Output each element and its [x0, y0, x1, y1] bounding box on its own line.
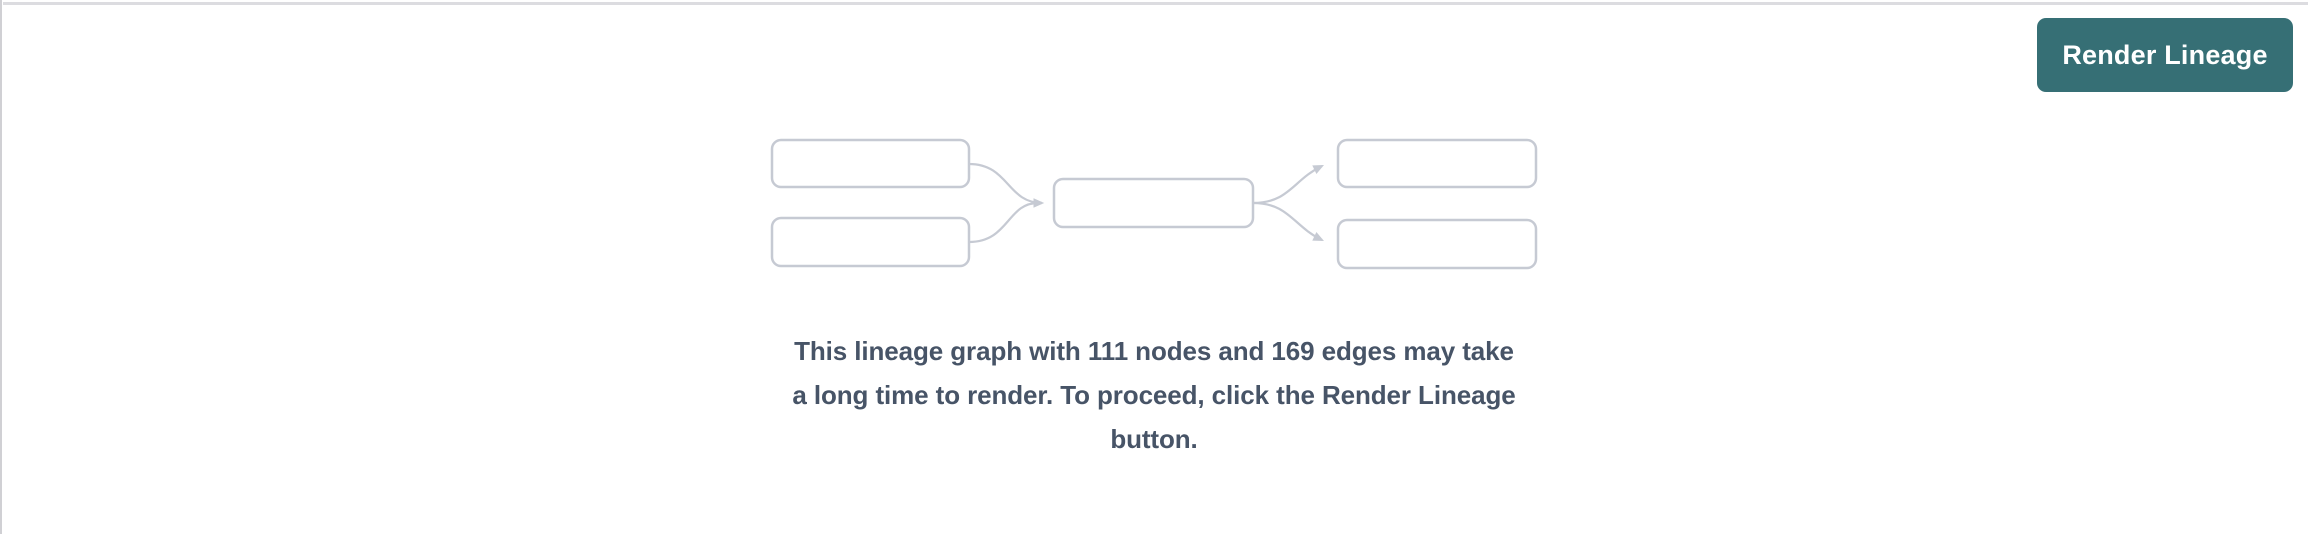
- lineage-preview-edge: [968, 201, 1039, 244]
- lineage-preview-node: [770, 138, 971, 189]
- lineage-preview-edge: [1252, 165, 1325, 205]
- lineage-preview-edge: [968, 162, 1045, 208]
- render-lineage-button[interactable]: Render Lineage: [2037, 18, 2293, 92]
- pane-top-divider: [3, 2, 2308, 5]
- render-warning-line: a long time to render. To proceed, click…: [792, 380, 1516, 410]
- lineage-preview-node: [1336, 218, 1538, 270]
- lineage-preview-node: [1336, 138, 1538, 189]
- render-warning-message: This lineage graph with 111 nodes and 16…: [0, 329, 2308, 461]
- render-warning-line: button.: [1110, 424, 1198, 454]
- pane-left-border: [0, 0, 2, 534]
- lineage-preview-node: [770, 216, 971, 268]
- lineage-preview-diagram: [770, 138, 1538, 270]
- lineage-preview-edge: [1252, 201, 1325, 241]
- lineage-preview-node: [1052, 177, 1255, 229]
- render-warning-line: This lineage graph with 111 nodes and 16…: [794, 336, 1514, 366]
